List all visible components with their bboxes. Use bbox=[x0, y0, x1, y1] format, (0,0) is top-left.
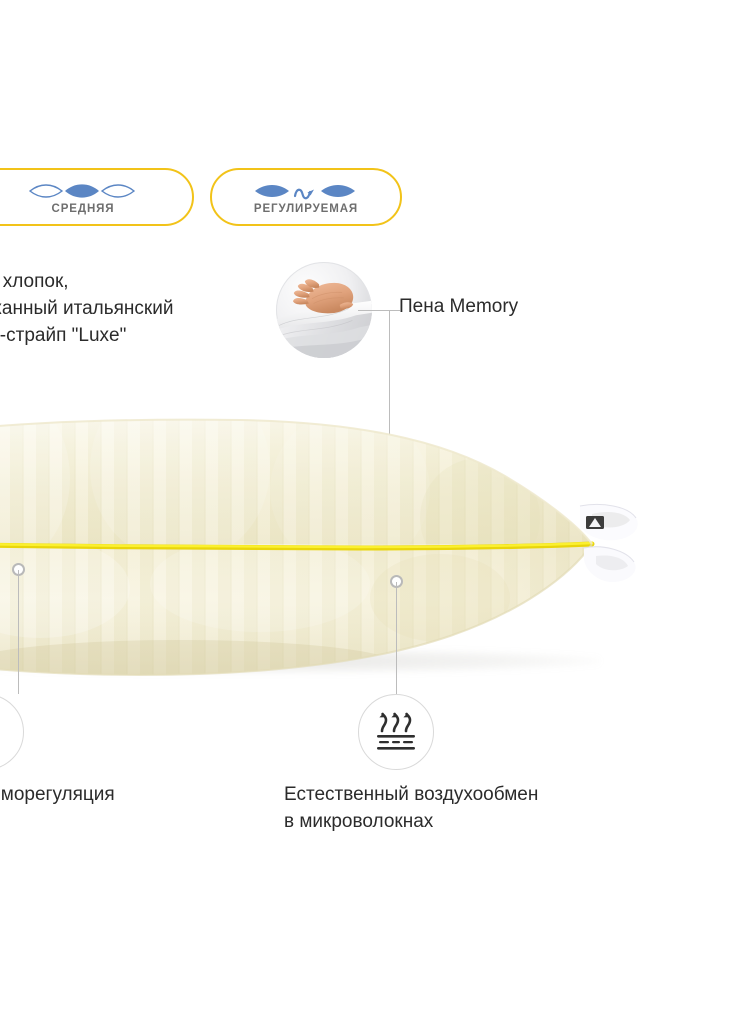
badge-firmness-medium-label: СРЕДНЯЯ bbox=[51, 202, 115, 215]
feature-label-cotton: 0% хлопок, ысканный итальянский тин-стра… bbox=[0, 268, 173, 349]
badge-adjustable[interactable]: РЕГУЛИРУЕМАЯ bbox=[210, 168, 402, 226]
feature-label-memory: Пена Memory bbox=[399, 293, 518, 320]
memory-foam-hand-icon bbox=[276, 262, 372, 358]
adjustable-icon bbox=[253, 180, 359, 202]
leader-line-memory-vertical bbox=[389, 310, 390, 465]
leader-line-airflow-vertical bbox=[396, 582, 397, 694]
airflow-icon bbox=[358, 694, 434, 770]
pillow-image bbox=[0, 398, 670, 688]
firmness-medium-icon bbox=[26, 180, 140, 202]
thermoregulation-icon bbox=[0, 694, 24, 770]
badge-adjustable-label: РЕГУЛИРУЕМАЯ bbox=[253, 202, 359, 215]
leader-line-thermo-vertical bbox=[18, 570, 19, 694]
thermo-line-2: й сон bbox=[0, 808, 115, 835]
feature-label-airflow: Естественный воздухообмен в микроволокна… bbox=[284, 781, 538, 835]
badge-firmness-medium[interactable]: СРЕДНЯЯ bbox=[0, 168, 194, 226]
thermo-line-1: ая терморегуляция bbox=[0, 784, 115, 805]
cotton-line-3: тин-страйп "Luxe" bbox=[0, 325, 127, 346]
airflow-line-1: Естественный воздухообмен bbox=[284, 784, 539, 805]
leader-line-memory-horizontal bbox=[358, 310, 400, 311]
airflow-line-2: в микроволокнах bbox=[284, 811, 434, 832]
cotton-line-2: ысканный итальянский bbox=[0, 298, 174, 319]
memory-line-1: Пена Memory bbox=[399, 296, 519, 317]
pillow-tag bbox=[579, 504, 638, 582]
feature-label-thermoregulation: ая терморегуляция й сон bbox=[0, 781, 115, 835]
cotton-line-1: 0% хлопок, bbox=[0, 271, 69, 292]
